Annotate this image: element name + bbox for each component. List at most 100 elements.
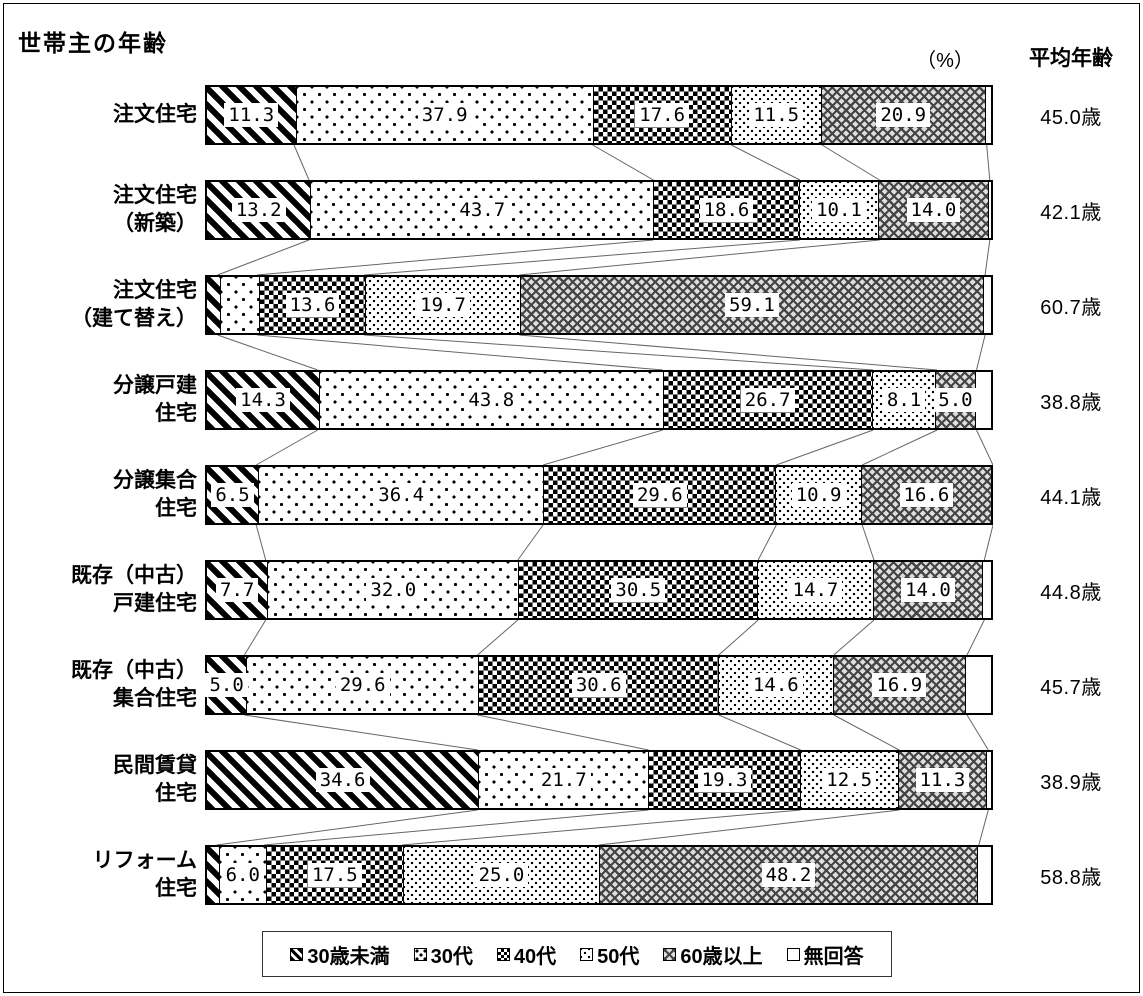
segment-value-label: 12.5 <box>822 767 877 793</box>
bar-segment-s40: 30.5 <box>518 562 758 618</box>
bar-segment-s50: 14.6 <box>718 657 833 713</box>
chart-title: 世帯主の年齢 <box>18 30 168 56</box>
segment-value-label: 36.4 <box>374 482 429 508</box>
bar-segment-s60: 16.9 <box>832 657 966 713</box>
category-label-line2: 住宅 <box>155 877 197 900</box>
segment-value-label: 59.1 <box>725 292 779 318</box>
category-label-line2: 集合住宅 <box>113 687 197 710</box>
legend-swatch-icon <box>413 947 427 961</box>
bar-segment-na <box>986 752 991 808</box>
segment-value-label: 34.6 <box>315 767 370 793</box>
segment-value-label: 25.0 <box>474 862 529 888</box>
bar-segment-s30: 43.7 <box>310 182 654 238</box>
bar-segment-s50: 11.5 <box>730 87 821 143</box>
bar-segment-s60: 14.0 <box>878 182 988 238</box>
bar-segment-u30: 5.0 <box>205 657 248 713</box>
bar-segment-u30: 11.3 <box>207 87 296 143</box>
segment-value-label: 29.6 <box>335 672 390 698</box>
segment-value-label: 21.7 <box>536 767 591 793</box>
bar-segment-u30: 34.6 <box>207 752 479 808</box>
segment-value-label: 30.6 <box>571 672 626 698</box>
legend-label: 50代 <box>597 945 640 968</box>
bar-segment-s60: 20.9 <box>820 87 985 143</box>
bar-segment-s40: 13.6 <box>258 277 366 333</box>
segment-value-label: 14.0 <box>906 197 961 223</box>
legend-item: 60歳以上 <box>663 940 763 969</box>
category-label: 注文住宅 （建て替え） <box>8 275 197 335</box>
bar-segment-s60: 5.0 <box>934 372 977 428</box>
bar-segment-s30: 21.7 <box>478 752 649 808</box>
category-label: 分譲集合 住宅 <box>8 465 197 525</box>
legend-item: 30代 <box>413 940 473 969</box>
category-label-line1: 既存（中古） <box>71 564 197 588</box>
bar-segment-s40: 30.6 <box>478 657 719 713</box>
segment-value-label: 8.1 <box>882 387 926 413</box>
category-label: 分譲戸建 住宅 <box>8 370 197 430</box>
bar-segment-s40: 29.6 <box>543 467 776 523</box>
bar-segment-s60: 11.3 <box>897 752 987 808</box>
segment-value-label: 17.5 <box>307 862 362 888</box>
stacked-bar: 6.5 36.4 29.6 10.9 16.6 <box>205 465 993 525</box>
bar-segment-s60: 59.1 <box>519 277 984 333</box>
legend-swatch-icon <box>663 947 677 961</box>
legend-swatch-icon <box>290 947 304 961</box>
segment-value-label: 6.5 <box>211 482 254 508</box>
segment-value-label: 30.5 <box>611 577 666 603</box>
segment-value-label: 14.6 <box>748 672 803 698</box>
legend-item: 40代 <box>496 940 556 969</box>
legend-swatch-icon <box>786 947 800 961</box>
bar-segment-s30: 6.0 <box>218 847 266 903</box>
segment-value-label: 37.9 <box>417 102 472 128</box>
segment-value-label: 10.9 <box>791 482 846 508</box>
bar-segment-s40: 17.6 <box>592 87 731 143</box>
segment-value-label: 26.7 <box>740 387 795 413</box>
segment-value-label: 14.0 <box>901 577 955 603</box>
legend-label: 60歳以上 <box>680 945 763 968</box>
bar-segment-u30: 14.3 <box>207 372 320 428</box>
bar-segment-na <box>965 657 991 713</box>
bar-segment-s30: 29.6 <box>246 657 479 713</box>
segment-value-label: 16.9 <box>872 672 927 698</box>
average-age-value: 38.9歳 <box>1040 771 1102 794</box>
bar-segment-u30 <box>207 847 219 903</box>
legend-swatch-icon <box>580 947 594 961</box>
legend-item: 50代 <box>580 940 639 969</box>
bar-segment-s40: 19.3 <box>648 752 800 808</box>
chart-row: 注文住宅 （建て替え） 13.6 19.7 59.1 60.7歳 <box>0 275 1143 335</box>
bar-segment-u30: 6.5 <box>207 467 258 523</box>
segment-value-label: 48.2 <box>761 862 816 888</box>
category-label-line2: 戸建住宅 <box>113 592 197 615</box>
category-label: リフォーム 住宅 <box>8 845 197 905</box>
stacked-bar: 5.0 29.6 30.6 14.6 16.9 <box>205 655 993 715</box>
segment-value-label: 6.0 <box>221 862 264 888</box>
segment-value-label: 5.0 <box>205 672 248 698</box>
percent-unit-label: （%） <box>916 50 974 72</box>
category-label-line1: 分譲戸建 <box>113 374 197 398</box>
average-age-header: 平均年齢 <box>1029 47 1113 70</box>
bar-segment-na <box>987 182 991 238</box>
bar-segment-s60: 16.6 <box>860 467 991 523</box>
chart-legend: 30歳未満 30代 40代 50代 60歳以上 無回答 <box>262 931 892 977</box>
bar-segment-s30: 37.9 <box>295 87 593 143</box>
category-label-line1: 分譲集合 <box>113 469 197 493</box>
bar-segment-s50: 25.0 <box>402 847 599 903</box>
bar-segment-na <box>974 372 991 428</box>
segment-value-label: 19.7 <box>416 292 470 318</box>
category-label-line2: 住宅 <box>155 782 197 805</box>
segment-value-label: 29.6 <box>632 482 687 508</box>
segment-value-label: 14.3 <box>236 387 290 413</box>
average-age-value: 60.7歳 <box>1040 296 1102 319</box>
category-label-line1: リフォーム <box>92 849 197 873</box>
bar-segment-s60: 14.0 <box>872 562 983 618</box>
bar-segment-s30: 32.0 <box>267 562 519 618</box>
category-label-line2: 住宅 <box>155 402 197 425</box>
average-age-value: 58.8歳 <box>1040 866 1102 889</box>
